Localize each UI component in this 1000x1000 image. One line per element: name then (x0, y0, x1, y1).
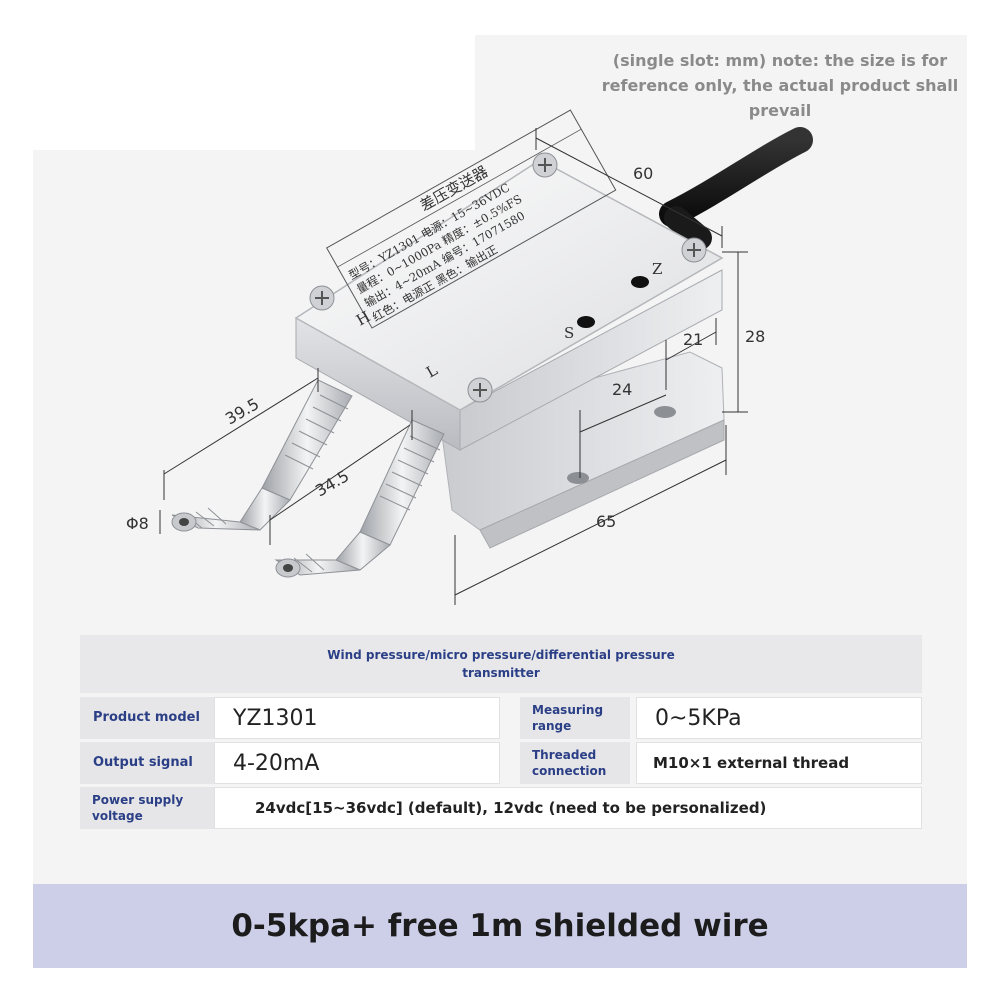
value-power-supply: 24vdc[15~36vdc] (default), 12vdc (need t… (214, 787, 922, 829)
dim-width-top: 60 (633, 164, 654, 183)
table-row: Product model YZ1301 Measuring range 0~5… (80, 697, 922, 739)
dim-port-diameter: Φ8 (126, 514, 149, 533)
pressure-port-high (171, 379, 353, 532)
promo-banner-text: 0-5kpa+ free 1m shielded wire (231, 908, 769, 944)
background-panel-top (475, 35, 967, 160)
label-output-signal: Output signal (80, 742, 214, 784)
shielded-cable (659, 127, 813, 227)
table-row: Power supply voltage 24vdc[15~36vdc] (de… (80, 787, 922, 829)
screw-icon (309, 285, 335, 311)
dim-height: 28 (745, 327, 766, 346)
label-measuring-range: Measuring range (520, 697, 630, 739)
zero-adjust-hole (631, 276, 649, 288)
value-threaded-connection: M10×1 external thread (636, 742, 922, 784)
value-measuring-range: 0~5KPa (636, 697, 922, 739)
screw-icon (532, 152, 558, 178)
value-output-signal: 4-20mA (214, 742, 500, 784)
value-product-model: YZ1301 (214, 697, 500, 739)
screw-icon (681, 237, 707, 263)
dim-length: 65 (596, 512, 617, 531)
dim-hole-spacing: 24 (612, 380, 633, 399)
screw-icon (467, 377, 493, 403)
promo-banner: 0-5kpa+ free 1m shielded wire (33, 884, 967, 968)
size-note: (single slot: mm) note: the size is for … (601, 51, 959, 120)
label-product-model: Product model (80, 697, 214, 739)
pressure-port-low (274, 419, 445, 578)
product-illustration: 差压变送器 型号：YZ1301 电源：15~36VDC 量程：0~1000Pa … (159, 109, 813, 605)
table-row: Output signal 4-20mA Threaded connection… (80, 742, 922, 784)
housing-top (294, 159, 724, 411)
mark-zero: Z (652, 260, 662, 278)
housing-side (459, 269, 723, 451)
mark-span: S (564, 324, 574, 342)
table-title-text: Wind pressure/micro pressure/differentia… (327, 648, 675, 680)
label-power-supply: Power supply voltage (80, 787, 214, 829)
table-title: Wind pressure/micro pressure/differentia… (80, 635, 922, 693)
label-threaded-connection: Threaded connection (520, 742, 630, 784)
dim-hole-offset: 21 (683, 330, 704, 349)
span-adjust-hole (577, 316, 595, 328)
